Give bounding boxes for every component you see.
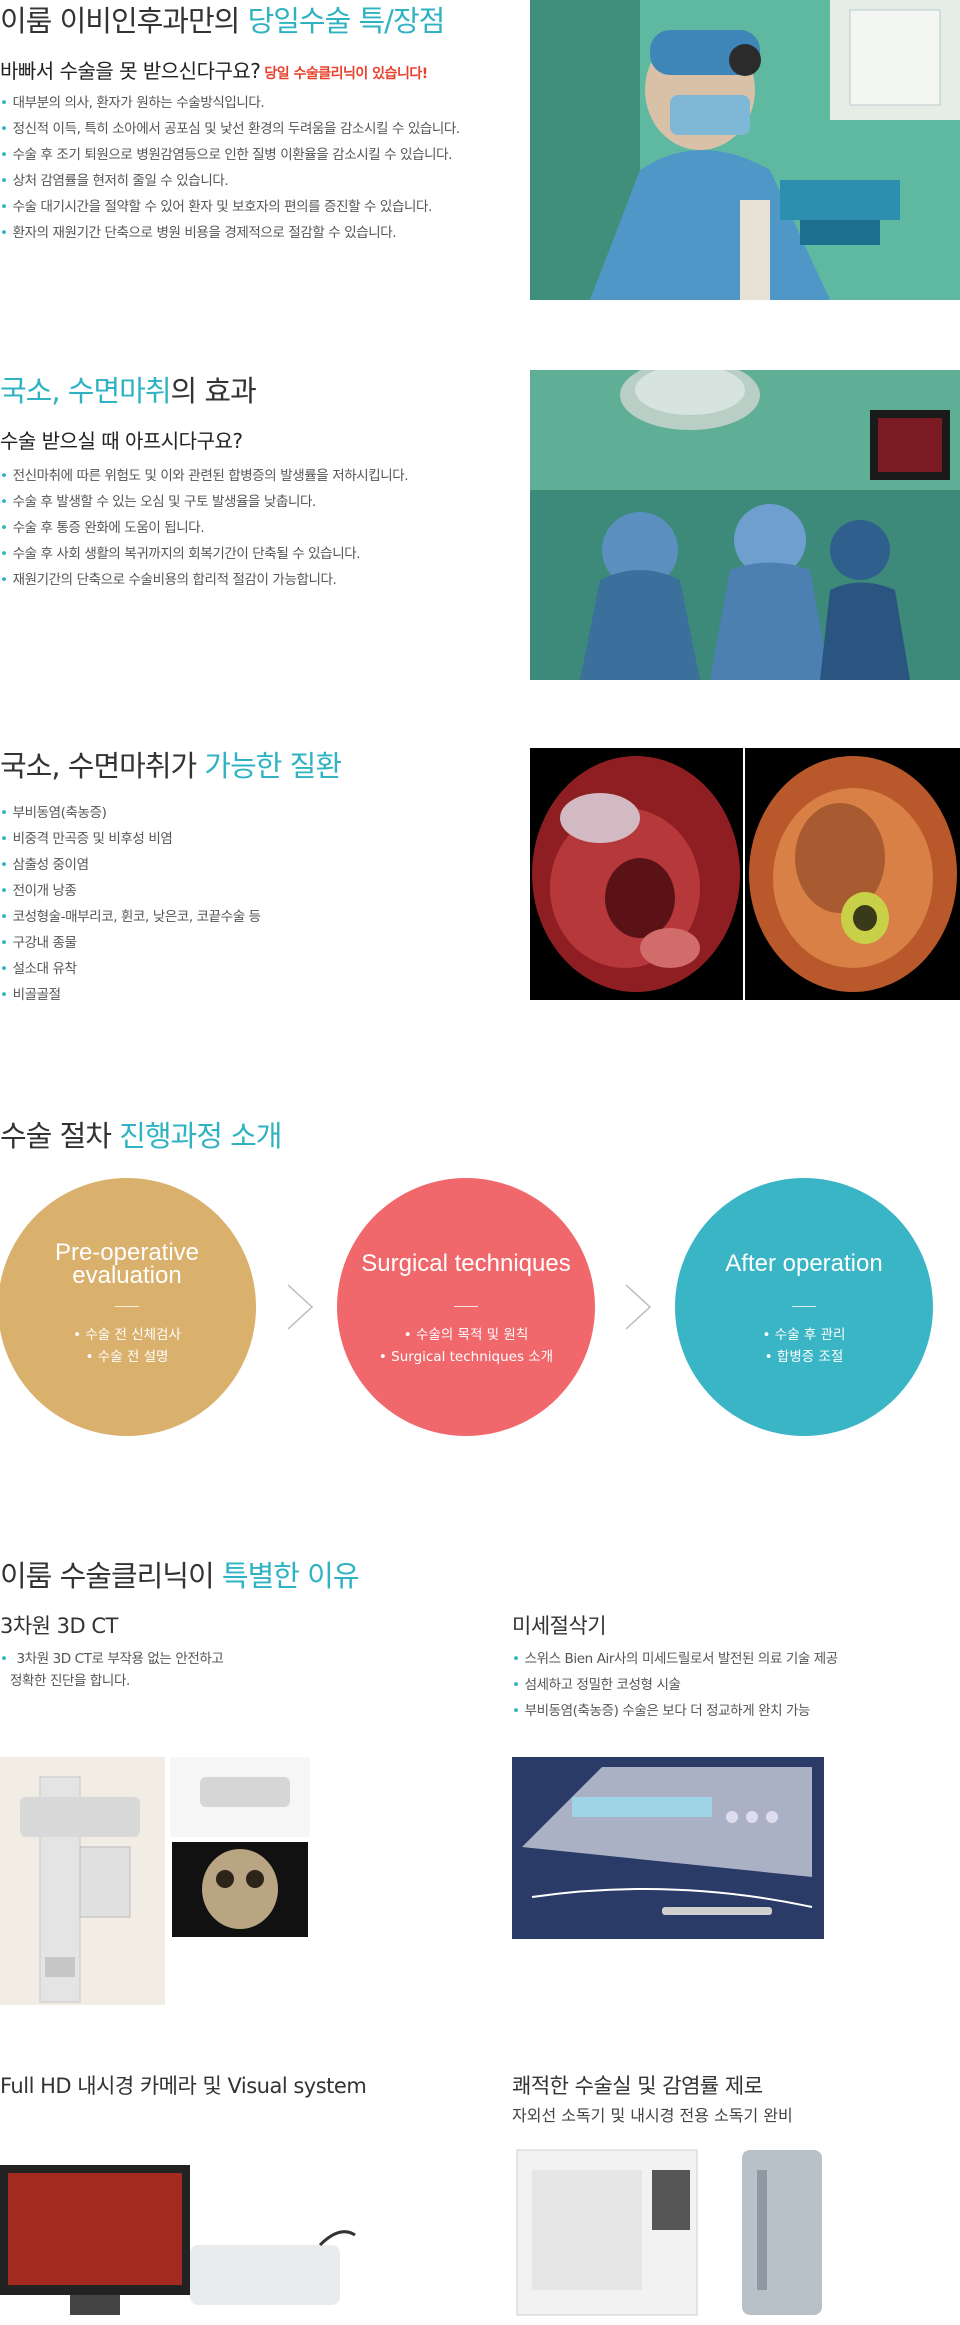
step-divider	[115, 1306, 139, 1307]
list-item: 구강내 종물	[0, 930, 261, 956]
step-item: • Surgical techniques 소개	[378, 1349, 554, 1365]
micro-title: 미세절삭기	[512, 1614, 607, 1638]
list-item: 비골골절	[0, 982, 261, 1008]
hd-camera-image	[0, 2145, 360, 2325]
room-title: 쾌적한 수술실 및 감염률 제로	[512, 2074, 763, 2098]
step-title: After operation	[725, 1250, 883, 1277]
ct-machine-image	[0, 1757, 310, 2005]
step-divider	[792, 1306, 816, 1307]
section5-title-accent: 특별한 이유	[221, 1559, 360, 1593]
section2-subtitle: 수술 받으실 때 아프시다구요?	[0, 429, 243, 453]
step-item: • 합병증 조절	[764, 1349, 844, 1365]
list-item: 상처 감염률을 현저히 줄일 수 있습니다.	[0, 168, 460, 194]
ct-desc-line: 3차원 3D CT로 부작용 없는 안전하고	[16, 1651, 224, 1667]
step-item: • 수술의 목적 및 원칙	[403, 1327, 529, 1343]
section4-title-main: 수술 절차	[0, 1119, 120, 1153]
list-item: 비중격 만곡증 및 비후성 비염	[0, 826, 261, 852]
step-item: • 수술 전 신체검사	[73, 1327, 181, 1343]
section5-title-main: 이룸 수술클리닉이	[0, 1559, 222, 1593]
section1-title-accent: 당일수술 특/장점	[247, 4, 446, 38]
list-item: 재원기간의 단축으로 수술비용의 합리적 절감이 가능합니다.	[0, 567, 408, 593]
list-item: 환자의 재원기간 단축으로 병원 비용을 경제적으로 절감할 수 있습니다.	[0, 220, 460, 246]
step-after-operation: After operation • 수술 후 관리 • 합병증 조절	[675, 1178, 933, 1436]
list-item: 스위스 Bien Air사의 미세드릴로서 발전된 의료 기술 제공	[512, 1646, 839, 1672]
list-item: 섬세하고 정밀한 코성형 시술	[512, 1672, 838, 1698]
section4-title: 수술 절차 진행과정 소개	[0, 1113, 282, 1155]
list-item: 수술 후 발생할 수 있는 오심 및 구토 발생율을 낮춥니다.	[0, 489, 408, 515]
ct-desc-line: 정확한 진단을 합니다.	[10, 1673, 130, 1689]
micro-drill-image	[512, 1757, 824, 1939]
section1-subtitle: 바빠서 수술을 못 받으신다구요?당일 수술클리닉이 있습니다!	[0, 55, 428, 84]
surgery-photo-1	[530, 0, 960, 300]
list-item: 전신마취에 따른 위험도 및 이와 관련된 합병증의 발생률을 저하시킵니다.	[0, 463, 409, 489]
section1-title-main: 이룸 이비인후과만의	[0, 4, 248, 38]
list-item: 설소대 유착	[0, 956, 261, 982]
section5-title: 이룸 수술클리닉이 특별한 이유	[0, 1553, 360, 1595]
list-item: 삼출성 중이염	[0, 852, 261, 878]
list-item: 수술 대기시간을 절약할 수 있어 환자 및 보호자의 편의를 증진할 수 있습…	[0, 194, 460, 220]
section1-bullets: 대부분의 의사, 환자가 원하는 수술방식입니다. 정신적 이득, 특히 소아에…	[0, 90, 461, 246]
list-item: 부비동염(축농증) 수술은 보다 더 정교하게 완치 가능	[512, 1698, 838, 1724]
endoscope-photo-nose	[530, 748, 743, 1000]
step-preoperative: Pre-operative evaluation • 수술 전 신체검사 • 수…	[0, 1178, 256, 1436]
section1-subtitle-text: 바빠서 수술을 못 받으신다구요?	[0, 59, 261, 83]
list-item: 정신적 이득, 특히 소아에서 공포심 및 낯선 환경의 두려움을 감소시킬 수…	[0, 116, 461, 142]
list-item: 코성형술-매부리코, 휜코, 낮은코, 코끝수술 등	[0, 904, 261, 930]
ct-description: 3차원 3D CT로 부작용 없는 안전하고 정확한 진단을 합니다.	[0, 1648, 224, 1692]
section2-bullets: 전신마취에 따른 위험도 및 이와 관련된 합병증의 발생률을 저하시킵니다. …	[0, 463, 409, 593]
list-item: 수술 후 통증 완화에 도움이 됩니다.	[0, 515, 408, 541]
section3-title: 국소, 수면마취가 가능한 질환	[0, 743, 342, 785]
chevron-right-icon	[625, 1284, 652, 1330]
section3-title-accent: 가능한 질환	[204, 749, 342, 783]
section1-title: 이룸 이비인후과만의 당일수술 특/장점	[0, 0, 446, 40]
section2-title-main: 의 효과	[170, 374, 257, 408]
step-item: • 수술 전 설명	[85, 1349, 169, 1365]
list-item: 전이개 낭종	[0, 878, 261, 904]
list-item: 수술 후 조기 퇴원으로 병원감염등으로 인한 질병 이환율을 감소시킬 수 있…	[0, 142, 460, 168]
step-divider	[454, 1306, 478, 1307]
sterilizer-image	[512, 2140, 842, 2325]
section1-subtitle-highlight: 당일 수술클리닉이 있습니다!	[264, 66, 428, 82]
endoscope-photo-ear	[745, 748, 960, 1000]
section3-title-main: 국소, 수면마취가	[0, 749, 205, 783]
step-title: evaluation	[72, 1262, 182, 1289]
chevron-right-icon	[287, 1284, 314, 1330]
section2-title-accent: 국소, 수면마취	[0, 374, 172, 408]
list-item: 수술 후 사회 생활의 복귀까지의 회복기간이 단축될 수 있습니다.	[0, 541, 408, 567]
room-subtitle: 자외선 소독기 및 내시경 전용 소독기 완비	[512, 2106, 793, 2125]
micro-bullets: 스위스 Bien Air사의 미세드릴로서 발전된 의료 기술 제공 섬세하고 …	[512, 1646, 839, 1724]
step-surgical: Surgical techniques • 수술의 목적 및 원칙 • Surg…	[337, 1178, 595, 1436]
section4-title-accent: 진행과정 소개	[119, 1119, 282, 1153]
ct-title: 3차원 3D CT	[0, 1614, 118, 1638]
list-item: 부비동염(축농증)	[0, 800, 261, 826]
section3-bullets: 부비동염(축농증) 비중격 만곡증 및 비후성 비염 삼출성 중이염 전이개 낭…	[0, 800, 261, 1008]
surgery-photo-2	[530, 370, 960, 680]
section2-title: 국소, 수면마취의 효과	[0, 368, 257, 410]
list-item: 대부분의 의사, 환자가 원하는 수술방식입니다.	[0, 90, 460, 116]
step-title: Pre-operative	[54, 1239, 200, 1266]
step-title: Surgical techniques	[361, 1250, 571, 1277]
step-item: • 수술 후 관리	[762, 1327, 846, 1343]
hd-camera-title: Full HD 내시경 카메라 및 Visual system	[0, 2074, 367, 2098]
